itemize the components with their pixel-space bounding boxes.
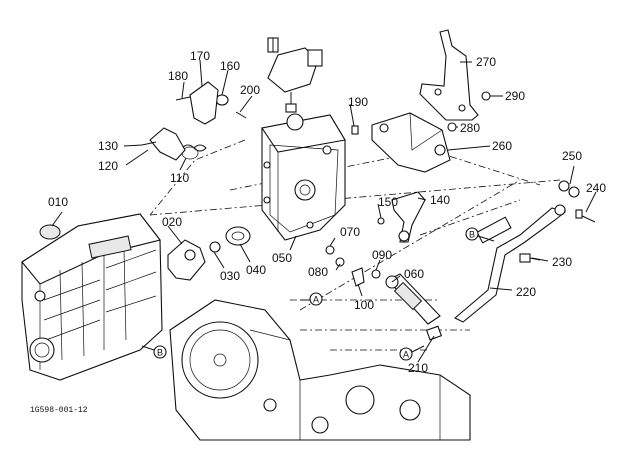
part-label-090: 090 [372, 248, 392, 262]
part-label-020: 020 [162, 215, 182, 229]
governor-case [261, 113, 346, 241]
part-label-080: 080 [308, 265, 328, 279]
part-label-210: 210 [408, 361, 428, 375]
lower-housing [169, 299, 471, 441]
ref-marker-b-left-label: B [157, 348, 163, 358]
ref-marker-a-upper: A [300, 292, 323, 306]
part-label-260: 260 [492, 139, 512, 153]
part-label-200: 200 [240, 83, 260, 97]
part-label-270: 270 [476, 55, 496, 69]
ref-marker-a-lower-label: A [403, 350, 409, 360]
part-label-180: 180 [168, 69, 188, 83]
part-label-050: 050 [272, 251, 292, 265]
part-label-220: 220 [516, 285, 536, 299]
part-label-070: 070 [340, 225, 360, 239]
shaft-060 [385, 273, 441, 325]
part-label-030: 030 [220, 269, 240, 283]
part-label-120: 120 [98, 159, 118, 173]
part-label-230: 230 [552, 255, 572, 269]
ref-marker-b-right-label: B [469, 230, 475, 240]
ref-marker-b-left: B [141, 345, 167, 359]
ref-marker-a-lower: A [399, 345, 425, 361]
bracket-260 [371, 112, 451, 173]
linkage-rod-220 [454, 204, 567, 323]
part-label-060: 060 [404, 267, 424, 281]
part-label-150: 150 [378, 195, 398, 209]
transmission-housing [21, 213, 163, 381]
part-label-190: 190 [348, 95, 368, 109]
part-label-110: 110 [170, 171, 189, 185]
part-label-250: 250 [562, 149, 582, 163]
ref-marker-a-upper-label: A [313, 295, 319, 305]
part-label-130: 130 [98, 139, 118, 153]
part-label-280: 280 [460, 121, 480, 135]
lever-140 [391, 191, 426, 243]
part-labels: 010 020 030 040 050 060 070 080 090 100 … [48, 49, 606, 375]
part-label-100: 100 [354, 298, 374, 312]
leader-lines [51, 59, 597, 363]
small-parts [39, 81, 596, 341]
part-label-160: 160 [220, 59, 240, 73]
figure-code: 1G598-001-12 [30, 406, 88, 415]
part-label-290: 290 [505, 89, 525, 103]
ref-marker-b-right: B [465, 227, 495, 242]
part-label-040: 040 [246, 263, 266, 277]
stop-solenoid [267, 37, 323, 113]
bracket-270 [419, 29, 479, 121]
part-label-140: 140 [430, 193, 450, 207]
reference-markers: A A B B [141, 227, 495, 361]
part-label-010: 010 [48, 195, 68, 209]
part-label-170: 170 [190, 49, 210, 63]
part-label-240: 240 [586, 181, 606, 195]
